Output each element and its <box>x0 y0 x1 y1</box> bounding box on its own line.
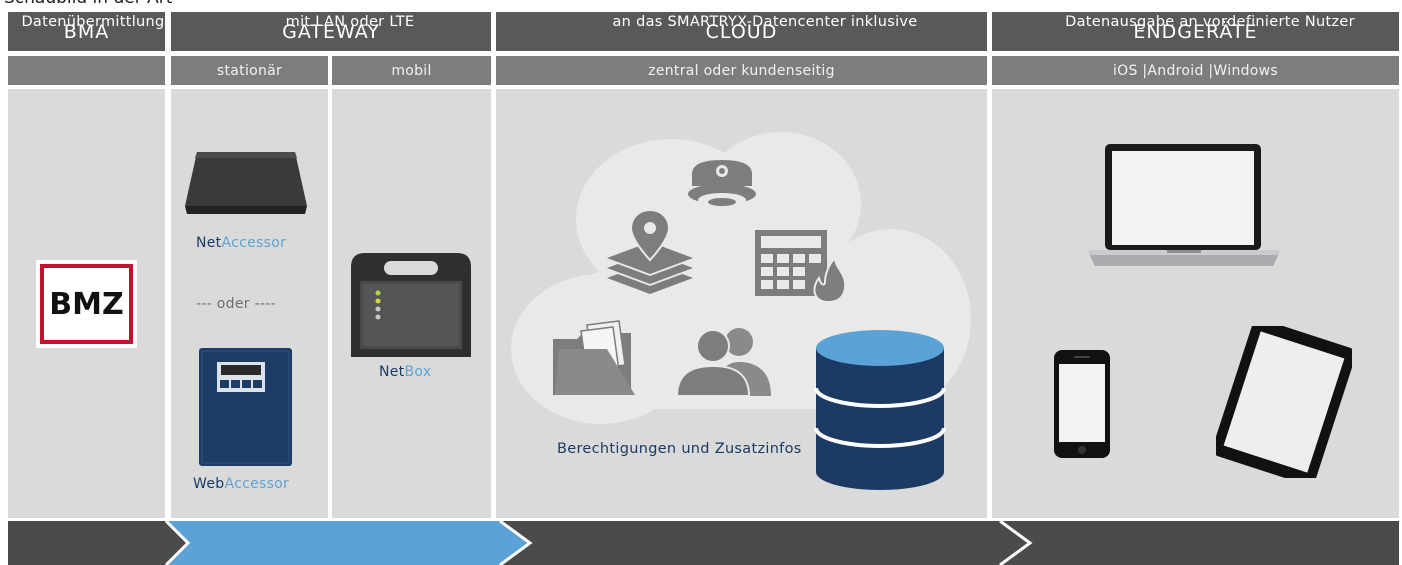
footer-process-bar <box>8 521 1399 565</box>
bmz-logo: BMZ <box>36 260 137 348</box>
subheader-bma <box>8 56 165 85</box>
laptop-icon <box>1089 144 1279 266</box>
footer-step-datenausgabe: Datenausgabe an vordefinierte Nutzer <box>1065 14 1355 30</box>
map-layers-icon <box>607 208 693 294</box>
bmz-logo-text: BMZ <box>49 286 124 322</box>
tablet-icon <box>1216 326 1352 478</box>
footer-step-datencenter: an das SMARTRYX-Datencenter inklusive <box>612 14 918 30</box>
header-bma: BMA <box>8 12 165 51</box>
web-accessor-label: WebAccessor <box>193 476 290 492</box>
subheader-mobil: mobil <box>332 56 491 85</box>
diagram-caption: Schaubild in der Art <box>4 0 172 8</box>
header-endgeraete: ENDGERÄTE <box>992 12 1399 51</box>
camera-icon <box>688 160 756 207</box>
netbox-label: NetBox <box>379 364 432 380</box>
web-accessor-device-icon <box>199 348 292 466</box>
cloud-caption: Berechtigungen und Zusatzinfos <box>557 441 802 457</box>
database-icon <box>814 330 946 490</box>
header-cloud: CLOUD <box>496 12 987 51</box>
footer-step-datenuebermittlung: Datenübermittlung <box>21 14 165 30</box>
smartphone-icon <box>1054 350 1110 458</box>
header-gateway: GATEWAY <box>171 12 491 51</box>
subheader-stationaer: stationär <box>171 56 328 85</box>
fire-panel-icon <box>755 230 847 302</box>
footer-step-lan-lte: mit LAN oder LTE <box>285 14 415 30</box>
subheader-cloud: zentral oder kundenseitig <box>496 56 987 85</box>
net-accessor-label: NetAccessor <box>196 235 287 251</box>
netbox-device-icon <box>351 253 471 357</box>
users-icon <box>675 328 771 396</box>
folder-icon <box>553 320 635 395</box>
subheader-endgeraete: iOS |Android |Windows <box>992 56 1399 85</box>
oder-separator: --- oder ---- <box>196 296 276 312</box>
net-accessor-device-icon <box>185 152 307 214</box>
